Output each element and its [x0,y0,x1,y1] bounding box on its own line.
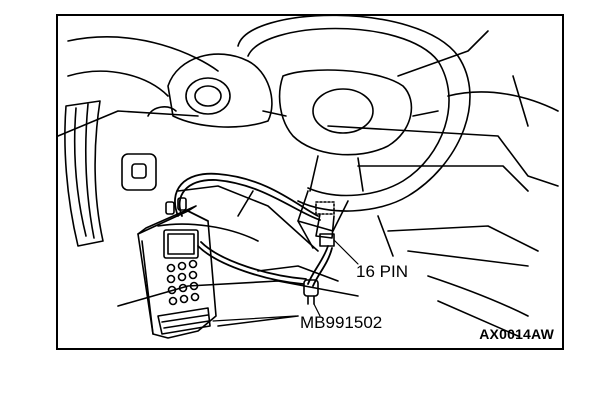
lower-dash-panel [157,185,539,282]
instrument-cluster [147,53,273,128]
left-air-vent [64,100,104,247]
connector-label: 16 PIN [356,262,408,281]
adapter-plug [303,279,319,305]
tool-label: MB991502 [300,313,383,332]
illustration-frame: 16 PIN MB991502 AX0014AW [56,14,564,350]
steering-wheel [237,16,471,212]
dashboard-illustration [58,16,559,339]
ignition-switch [121,153,157,191]
dash-outline [58,30,559,192]
scan-tool-mb991502 [137,197,217,339]
leader-lines [212,239,359,322]
figure-code: AX0014AW [479,326,554,342]
scan-tool-cable [174,172,333,287]
